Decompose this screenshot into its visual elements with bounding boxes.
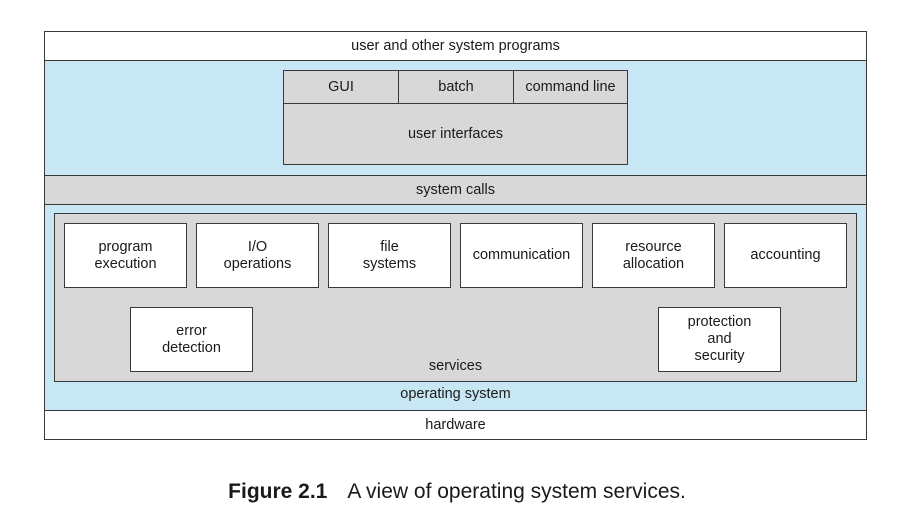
- figure-number: Figure 2.1: [228, 480, 328, 503]
- gui-label: GUI: [328, 78, 354, 95]
- user-interfaces-label: user interfaces: [407, 126, 504, 142]
- figure-caption-text: A view of operating system services.: [347, 480, 686, 503]
- user-programs-layer: user and other system programs: [44, 31, 867, 61]
- communication-box: communication: [460, 223, 583, 288]
- system-calls-layer: system calls: [44, 175, 867, 205]
- figure-caption: Figure 2.1 A view of operating system ser…: [0, 480, 914, 504]
- hardware-layer: hardware: [44, 410, 867, 440]
- command-line-box: command line: [513, 70, 628, 104]
- batch-box: batch: [398, 70, 514, 104]
- resource-allocation-box: resource allocation: [592, 223, 715, 288]
- program-execution-box: program execution: [64, 223, 187, 288]
- file-systems-box: file systems: [328, 223, 451, 288]
- operating-system-label: operating system: [400, 386, 511, 402]
- gui-box: GUI: [283, 70, 399, 104]
- command-line-label: command line: [525, 78, 616, 95]
- error-detection-box: error detection: [130, 307, 253, 372]
- accounting-box: accounting: [724, 223, 847, 288]
- services-label: services: [428, 358, 483, 374]
- system-calls-label: system calls: [416, 181, 495, 198]
- io-operations-box: I/O operations: [196, 223, 319, 288]
- hardware-label: hardware: [425, 416, 486, 433]
- protection-security-box: protection and security: [658, 307, 781, 372]
- user-programs-label: user and other system programs: [351, 37, 560, 54]
- batch-label: batch: [438, 78, 474, 95]
